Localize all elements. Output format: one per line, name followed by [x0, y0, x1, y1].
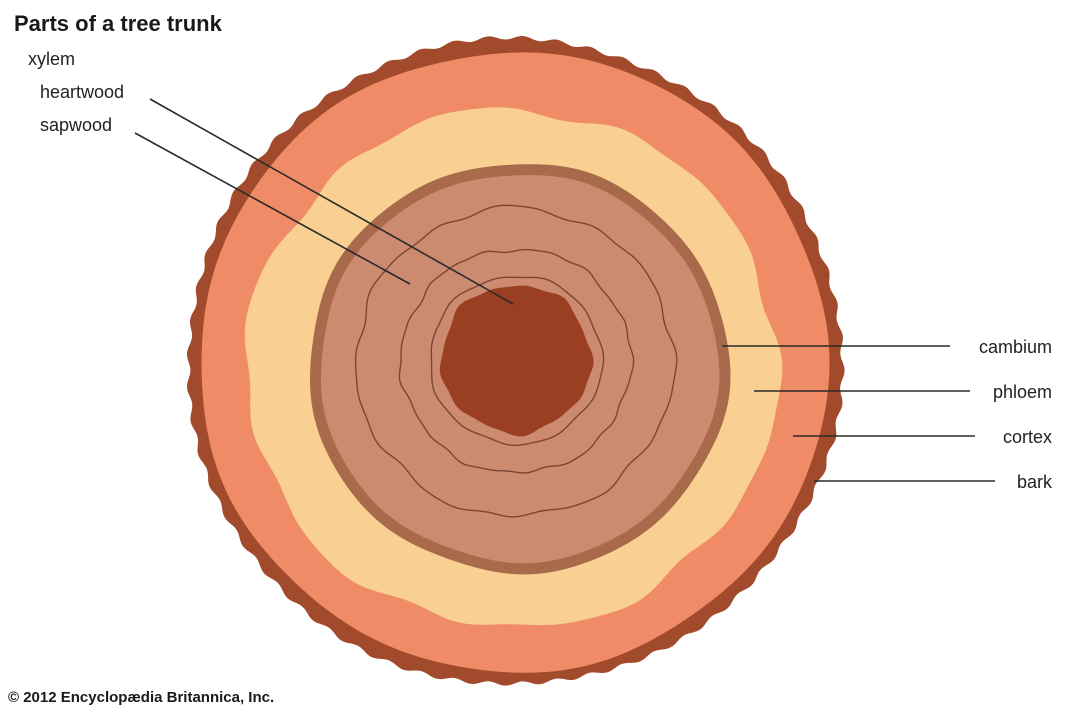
label-phloem: phloem: [993, 382, 1052, 402]
label-bark: bark: [1017, 472, 1053, 492]
diagram-title: Parts of a tree trunk: [14, 11, 223, 36]
growth-ring-outer: [354, 204, 678, 518]
copyright-credit: © 2012 Encyclopædia Britannica, Inc.: [8, 689, 274, 706]
trunk-layers: [186, 36, 845, 686]
sapwood-leader: [134, 132, 411, 285]
label-cortex: cortex: [1003, 427, 1052, 447]
growth-ring-inner: [430, 276, 605, 447]
heartwood-core: [439, 285, 594, 437]
label-cambium: cambium: [979, 337, 1052, 357]
label-sapwood: sapwood: [40, 115, 112, 135]
label-xylem: xylem: [28, 49, 75, 69]
heartwood-leader: [149, 98, 514, 305]
label-heartwood: heartwood: [40, 82, 124, 102]
growth-ring-middle: [398, 248, 635, 474]
leader-lines: [134, 98, 995, 482]
